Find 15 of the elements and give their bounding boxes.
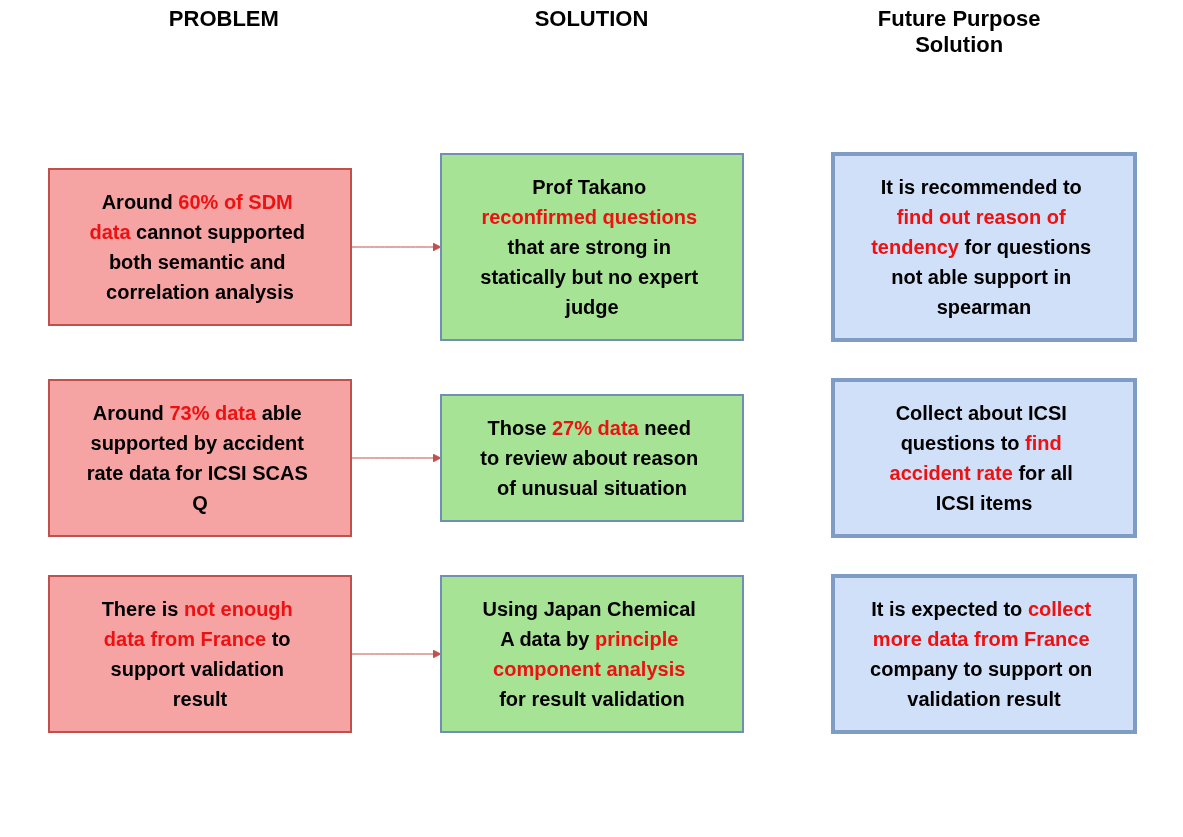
arrow xyxy=(350,649,441,659)
column-heading: Future Purpose Solution xyxy=(876,6,1042,58)
column-heading: SOLUTION xyxy=(533,6,650,33)
node-box: Collect about ICSI questions to find accident rate for all ICSI items xyxy=(830,378,1137,538)
node-box: Prof Takano reconfirmed questions that are strong in statically but no expert judge xyxy=(439,153,744,341)
node-box: Using Japan Chemical A data by principle component analysis for result validation xyxy=(439,575,744,733)
column-heading: PROBLEM xyxy=(167,6,280,33)
node-box: Those 27% data need to review about reason of unusual situation xyxy=(439,394,744,522)
arrow xyxy=(350,242,441,252)
arrow xyxy=(350,453,441,463)
node-box: There is not enough data from France to support validation result xyxy=(47,575,352,733)
node-box: Around 60% of SDM data cannot supported both semantic and correlation analysis xyxy=(47,168,352,326)
node-box: It is expected to collect more data from France company to support on validation result xyxy=(830,574,1137,734)
node-box: It is recommended to find out reason of tendency for questions not able support in spearman xyxy=(830,152,1137,342)
node-box: Around 73% data able supported by accident rate data for ICSI SCAS Q xyxy=(47,379,352,537)
